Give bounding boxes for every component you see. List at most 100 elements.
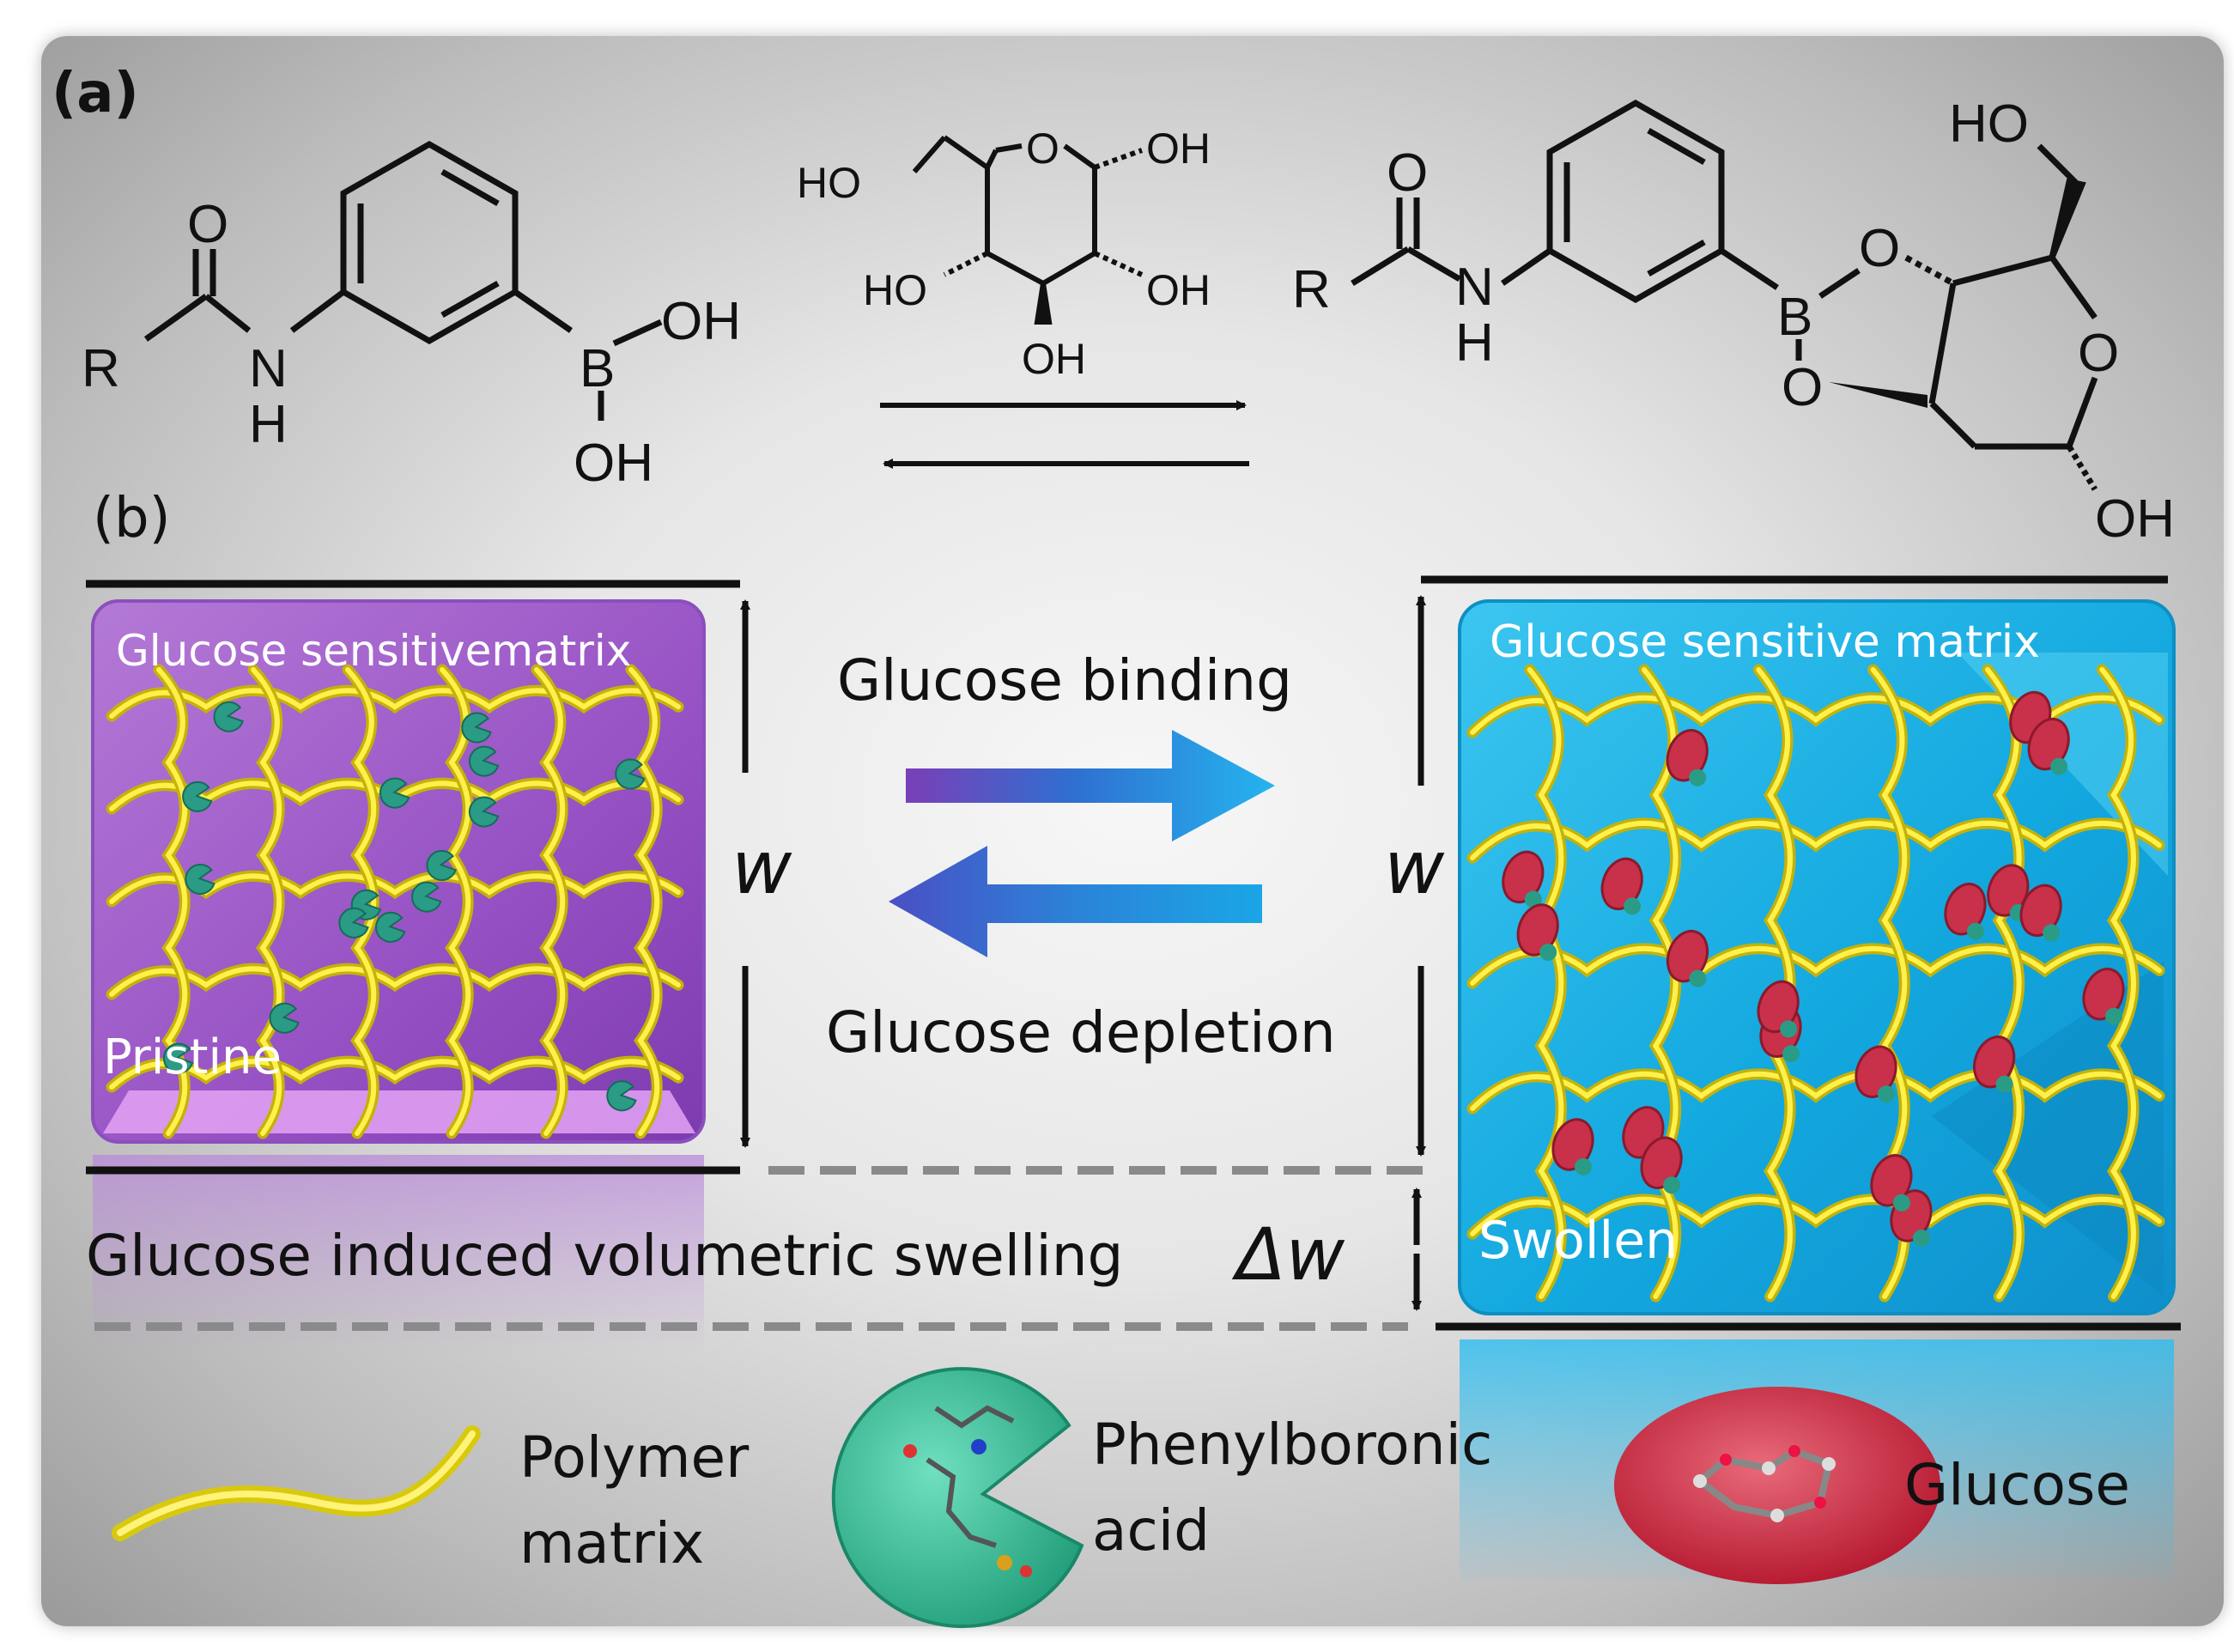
pba-site-icon [213,701,244,732]
polymer-strand-highlight [2099,667,2136,1299]
pba-site-icon [1663,1176,1681,1194]
product-HO-top: HO [1949,94,2029,154]
product-ring-O: O [2078,324,2119,383]
benzene-ring [340,140,519,345]
left-OH-bottom: OH [574,434,653,493]
delta-w-label: Δw [1231,1212,1345,1297]
polymer-strand-highlight [628,667,660,1136]
pba-site-icon [269,1002,300,1034]
polymer-strand-highlight [1470,946,2162,986]
glucose-OH-mid-right: OH [1146,266,1211,314]
product-molecule [1351,99,2098,491]
polymer-mesh-right [1466,664,2165,1303]
pristine-reflection [93,1155,704,1352]
glucose-OH-bottom: OH [1022,335,1086,383]
pba-site-icon [606,1080,637,1112]
left-R: R [82,339,120,398]
pba-site-icon [615,758,646,790]
pba-site-icon [375,912,406,943]
polymer-strand-highlight [1470,1072,2162,1111]
pba-site-icon [1912,1229,1930,1247]
pba-site-icon [469,796,500,828]
product-R: R [1292,260,1331,319]
bound-glucose-icon [1551,1118,1594,1171]
polymer-strand-highlight [109,966,681,997]
right-box-state: Swollen [1478,1211,1678,1271]
left-O: O [187,195,228,254]
bound-glucose-icon [1600,857,1643,911]
pba-site-icon [182,780,213,812]
legend-polymer-line2: matrix [519,1510,704,1576]
glucose-HO-left: HO [797,159,861,207]
polymer-strand-highlight [1470,1197,2162,1236]
bound-glucose-icon [1516,903,1559,957]
width-label-left: w [732,825,792,911]
legend: Polymer matrix Phenylboronic acid Glucos… [112,1367,2130,1629]
legend-polymer-line1: Polymer [519,1424,750,1491]
pba-site-icon [379,777,410,809]
forward-label: Glucose binding [837,647,1292,714]
polymer-strand-highlight [345,667,377,1136]
product-O-top: O [1859,219,1900,278]
pba-site-icon [1782,1045,1800,1063]
pba-site-icon [338,907,369,938]
polymer-strand-highlight [534,667,566,1136]
polymer-strand-highlight [1985,667,2022,1299]
pba-site-icon [1539,943,1557,961]
bound-glucose-icon [2082,968,2125,1021]
bound-glucose-icon [1944,883,1987,936]
product-H: H [1455,313,1494,373]
reverse-arrow [889,846,1262,957]
pba-site-icon [1966,922,1984,940]
width-label-right: w [1384,825,1445,911]
swollen-matrix-box: Glucose sensitive matrix Swollen [1458,599,2176,1315]
glucose-OH-right: OH [1146,125,1211,173]
panel-a-label: (a) [52,62,139,125]
bound-glucose-icon [1757,980,1800,1034]
glucose-ring-O: O [1026,125,1059,173]
product-N: N [1455,258,1494,317]
pba-site-icon [2043,924,2061,942]
pba-site-icon [1689,768,1707,787]
pba-site-icon [163,1042,194,1074]
bound-glucose-icon [1666,929,1709,983]
bound-glucose-icon [2027,717,2070,771]
bound-glucose-icon [2019,884,2062,938]
bound-glucose-icon [1870,1154,1913,1207]
swelling-caption: Glucose induced volumetric swelling [86,1223,1123,1289]
bound-glucose-icon [1502,850,1545,904]
left-B: B [580,339,615,398]
forward-arrow [906,730,1275,841]
pba-site-icon [1878,1085,1896,1103]
bound-glucose-icon [1640,1136,1683,1189]
pba-site-icon [426,850,457,881]
left-H: H [249,395,288,454]
pba-site-icon [461,712,492,744]
glucose-HO-mid-left: HO [863,266,927,314]
polymer-strand-highlight [1756,667,1793,1299]
pba-site-icon [1624,897,1642,915]
pba-site-icon [1575,1157,1593,1175]
polymer-strand-highlight [440,667,471,1136]
glucose-structure [912,135,1144,325]
legend-polymer-icon [112,1425,481,1541]
left-N: N [249,339,288,398]
polymer-strand-highlight [1527,667,1564,1299]
pristine-matrix-box: Glucose sensitivematrix Pristine [91,599,706,1144]
pba-site-icon [185,864,216,895]
polymer-strand-highlight [1470,821,2162,860]
pba-site-icon [2105,1007,2123,1025]
reactant-left-molecule [143,140,663,421]
legend-glucose-icon [1614,1387,1940,1584]
polymer-strand-highlight [251,667,282,1136]
legend-glucose-label: Glucose [1904,1452,2130,1518]
pba-site-icon [469,745,500,777]
pba-site-icon [1524,890,1542,908]
equilibrium-arrows-a [880,400,1249,469]
legend-pba-icon [831,1367,1084,1629]
pba-site-icon [411,881,442,913]
pba-site-icon [2050,757,2068,775]
pba-site-icon [1689,969,1707,987]
legend-pba-line1: Phenylboronic [1092,1412,1492,1478]
